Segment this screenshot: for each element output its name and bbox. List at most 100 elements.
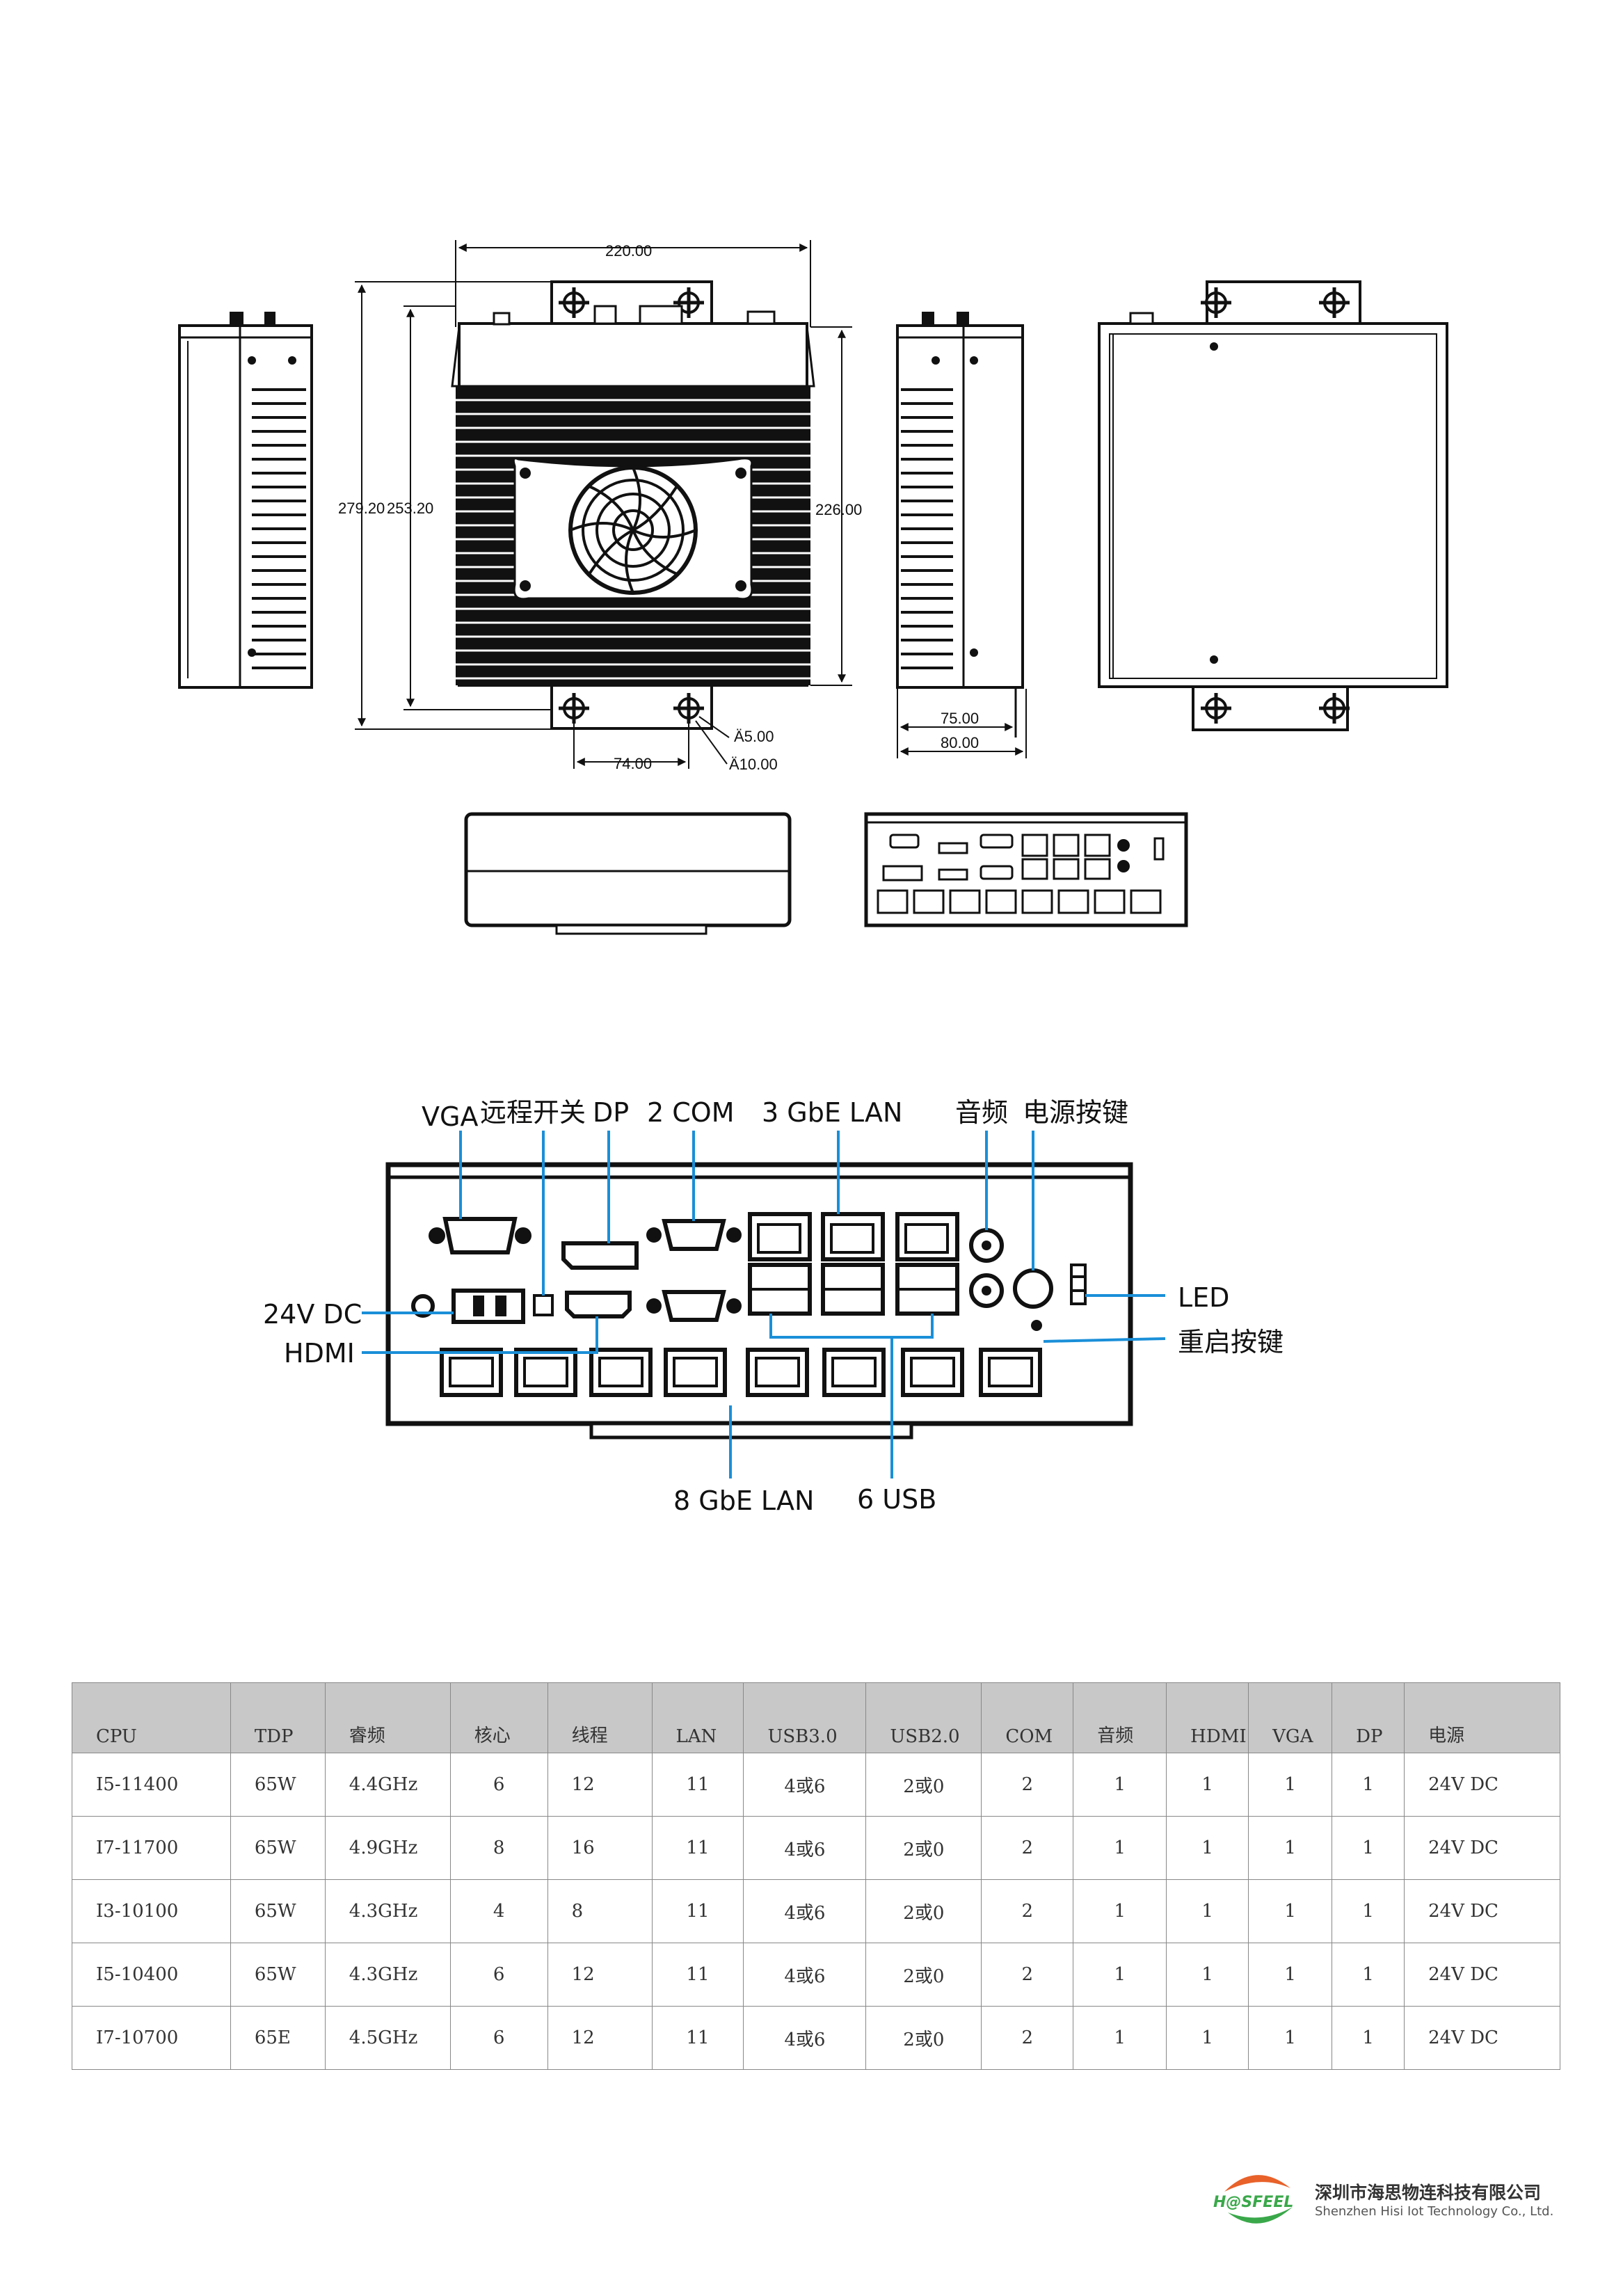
cell-hdmi: 1	[1166, 1943, 1249, 2007]
label-dp: DP	[593, 1097, 629, 1128]
table-row: I7-10700 65E 4.5GHz 6 12 11 4或6 2或0 2 1 …	[72, 2006, 1560, 2070]
io-panel-diagram: VGA 远程开关 DP 2 COM 3 GbE LAN 音频 电源按键 24V …	[263, 1097, 1284, 1516]
cell-audio: 1	[1073, 1879, 1167, 1943]
cell-lan: 11	[651, 1879, 744, 1943]
cell-threads: 12	[547, 1943, 653, 2007]
label-audio: 音频	[955, 1097, 1008, 1128]
cell-tdp: 65E	[230, 2006, 326, 2070]
table-row: I7-11700 65W 4.9GHz 8 16 11 4或6 2或0 2 1 …	[72, 1816, 1560, 1880]
cell-tdp: 65W	[230, 1816, 326, 1880]
cell-tdp: 65W	[230, 1943, 326, 2007]
cell-cores: 6	[449, 1753, 548, 1817]
label-com: 2 COM	[647, 1097, 735, 1128]
cell-cpu: I5-11400	[72, 1753, 231, 1817]
cell-usb20: 2或0	[865, 1943, 982, 2007]
dp-port	[561, 1241, 639, 1270]
label-lan3: 3 GbE LAN	[762, 1097, 902, 1128]
cell-dp: 1	[1332, 1753, 1405, 1817]
led-indicator	[1070, 1263, 1087, 1305]
cell-com: 2	[981, 2006, 1074, 2070]
cell-audio: 1	[1073, 1753, 1167, 1817]
cell-turbo: 4.9GHz	[324, 1816, 451, 1880]
company-logo: H@SFEEL 深圳市海思物连科技有限公司 Shenzhen Hisi Iot …	[1210, 2164, 1572, 2240]
header-com: COM	[981, 1682, 1074, 1753]
com-port-1	[662, 1219, 726, 1251]
cell-audio: 1	[1073, 1943, 1167, 2007]
cell-turbo: 4.3GHz	[324, 1879, 451, 1943]
cell-com: 2	[981, 1753, 1074, 1817]
cell-hdmi: 1	[1166, 2006, 1249, 2070]
label-vga: VGA	[422, 1101, 478, 1132]
label-power-button: 电源按键	[1023, 1097, 1128, 1128]
cell-turbo: 4.4GHz	[324, 1753, 451, 1817]
cell-cores: 6	[449, 1943, 548, 2007]
header-usb30: USB3.0	[743, 1682, 867, 1753]
cell-dp: 1	[1332, 1816, 1405, 1880]
cell-cores: 4	[449, 1879, 548, 1943]
header-audio: 音频	[1073, 1682, 1167, 1753]
cell-hdmi: 1	[1166, 1816, 1249, 1880]
cell-power: 24V DC	[1404, 1753, 1560, 1817]
cell-cores: 6	[449, 2006, 548, 2070]
label-hdmi: HDMI	[284, 1338, 355, 1369]
cell-power: 24V DC	[1404, 1879, 1560, 1943]
logo-mark-icon: H@SFEEL	[1213, 2175, 1293, 2224]
cell-cpu: I3-10100	[72, 1879, 231, 1943]
dim-height-279: 279.20	[338, 500, 385, 517]
cell-power: 24V DC	[1404, 1943, 1560, 2007]
vga-port	[442, 1217, 518, 1254]
header-usb20: USB2.0	[865, 1682, 982, 1753]
header-cores: 核心	[449, 1682, 548, 1753]
cell-power: 24V DC	[1404, 2006, 1560, 2070]
label-remote-switch: 远程开关	[480, 1097, 586, 1128]
bottom-view	[1098, 280, 1448, 731]
cell-hdmi: 1	[1166, 1879, 1249, 1943]
cell-usb20: 2或0	[865, 2006, 982, 2070]
reset-button-icon	[1031, 1320, 1042, 1331]
header-tdp: TDP	[230, 1682, 326, 1753]
cell-usb30: 4或6	[743, 2006, 867, 2070]
cell-hdmi: 1	[1166, 1753, 1249, 1817]
header-threads: 线程	[547, 1682, 653, 1753]
cell-cpu: I7-11700	[72, 1816, 231, 1880]
cell-com: 2	[981, 1816, 1074, 1880]
header-hdmi: HDMI	[1166, 1682, 1249, 1753]
table-row: I5-10400 65W 4.3GHz 6 12 11 4或6 2或0 2 1 …	[72, 1943, 1560, 2007]
front-view-plain	[464, 812, 792, 935]
cell-com: 2	[981, 1943, 1074, 2007]
technical-drawings: 220.00 279.20 253.20 226.00 74.00 Ä5.00 …	[178, 240, 1448, 935]
cell-cpu: I7-10700	[72, 2006, 231, 2070]
logo-mark-text: H@SFEEL	[1213, 2194, 1293, 2211]
dim-hole-spacing: 74.00	[614, 755, 652, 772]
cell-power: 24V DC	[1404, 1816, 1560, 1880]
cell-audio: 1	[1073, 1816, 1167, 1880]
header-cpu: CPU	[72, 1682, 231, 1753]
dim-depth-80: 80.00	[941, 734, 979, 751]
dim-depth-75: 75.00	[941, 710, 979, 727]
cell-usb30: 4或6	[743, 1879, 867, 1943]
cell-tdp: 65W	[230, 1753, 326, 1817]
label-reset-button: 重启按键	[1178, 1327, 1284, 1357]
cell-turbo: 4.3GHz	[324, 1943, 451, 2007]
cell-vga: 1	[1248, 1879, 1333, 1943]
cell-cores: 8	[449, 1816, 548, 1880]
com-port-2	[662, 1290, 726, 1322]
cell-audio: 1	[1073, 2006, 1167, 2070]
spec-table-header-row: CPU TDP 睿频 核心 线程 LAN USB3.0 USB2.0 COM 音…	[72, 1682, 1560, 1753]
cell-usb20: 2或0	[865, 1816, 982, 1880]
label-24v-dc: 24V DC	[263, 1299, 362, 1330]
company-name-en: Shenzhen Hisi Iot Technology Co., Ltd.	[1315, 2204, 1554, 2219]
company-name-cn: 深圳市海思物连科技有限公司	[1315, 2183, 1542, 2203]
cell-turbo: 4.5GHz	[324, 2006, 451, 2070]
hdmi-port	[565, 1291, 632, 1318]
cell-lan: 11	[651, 2006, 744, 2070]
cell-threads: 12	[547, 1753, 653, 1817]
label-lan8: 8 GbE LAN	[673, 1485, 814, 1516]
label-led: LED	[1178, 1282, 1229, 1313]
cell-dp: 1	[1332, 2006, 1405, 2070]
spec-table: CPU TDP 睿频 核心 线程 LAN USB3.0 USB2.0 COM 音…	[72, 1682, 1560, 2070]
dim-height-226: 226.00	[815, 501, 862, 518]
cell-usb20: 2或0	[865, 1753, 982, 1817]
cell-lan: 11	[651, 1943, 744, 2007]
